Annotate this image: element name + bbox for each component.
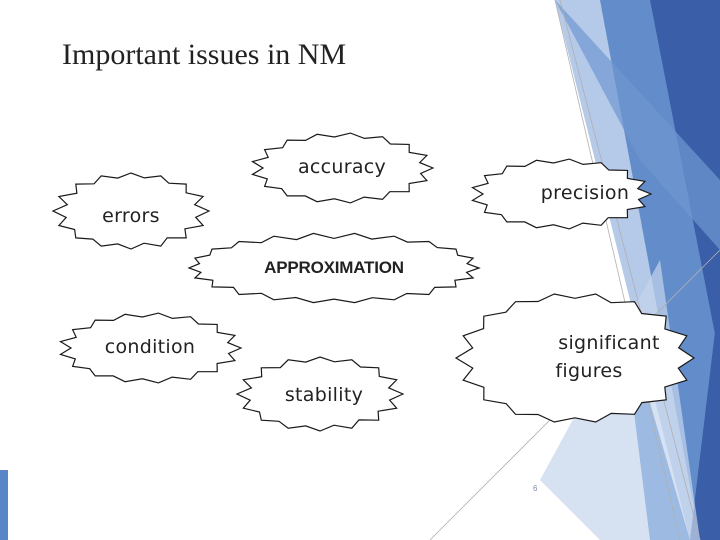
errors-burst: errors xyxy=(51,172,211,250)
burst-shape xyxy=(251,132,435,204)
significant-figures-line-2: figures xyxy=(555,360,623,382)
accuracy-burst: accuracy xyxy=(250,132,435,204)
burst-shape xyxy=(51,172,211,250)
precision-label: precision xyxy=(540,182,630,205)
burst-shape xyxy=(235,356,405,432)
burst-shape xyxy=(454,293,696,423)
stability-burst: stability xyxy=(235,356,405,432)
slide-title: Important issues in NM xyxy=(62,38,347,71)
condition-label: condition xyxy=(104,336,196,359)
burst-outline xyxy=(454,293,696,423)
burst-shape xyxy=(471,158,653,230)
significant-figures-label: significant figures xyxy=(455,292,720,424)
significant-figures-line-1: significant xyxy=(558,332,660,355)
accuracy-label: accuracy xyxy=(297,156,387,179)
burst-outline xyxy=(187,232,481,304)
condition-burst: condition xyxy=(58,312,243,384)
burst-outline xyxy=(235,356,405,432)
approximation-burst: APPROXIMATION xyxy=(187,232,481,304)
precision-burst: precision xyxy=(470,158,653,230)
burst-outline xyxy=(51,172,211,250)
burst-outline xyxy=(59,312,243,384)
significant-figures-burst: significant figures xyxy=(454,292,696,424)
stability-label: stability xyxy=(284,384,364,407)
burst-shape xyxy=(187,232,481,304)
errors-label: errors xyxy=(102,205,160,228)
burst-shape xyxy=(59,312,243,384)
burst-outline xyxy=(251,132,435,204)
page-number: 6 xyxy=(533,484,538,493)
approximation-label: APPROXIMATION xyxy=(264,257,404,277)
burst-outline xyxy=(471,158,653,230)
